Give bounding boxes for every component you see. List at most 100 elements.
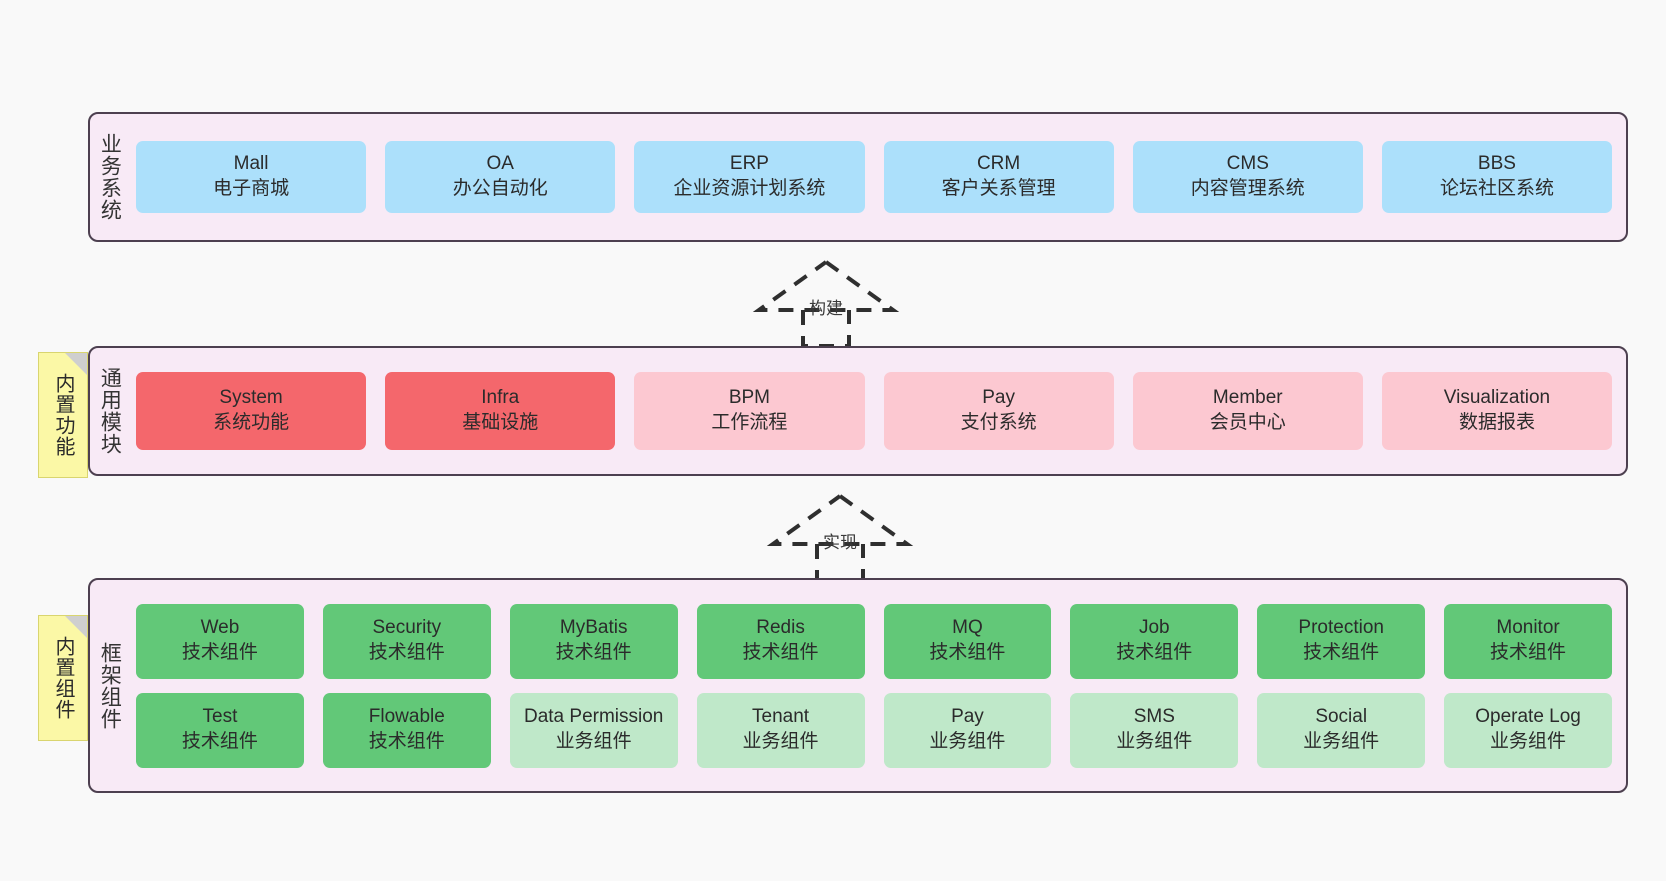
card-crm[interactable]: CRM 客户关系管理 [883,141,1114,213]
card-title: Monitor [1496,617,1560,639]
card-social[interactable]: Social 业务组件 [1257,692,1426,768]
card-pay-module[interactable]: Pay 支付系统 [883,372,1114,450]
card-subtitle: 论坛社区系统 [1439,178,1554,199]
card-title: Redis [756,617,805,639]
card-row: Mall 电子商城 OA 办公自动化 ERP 企业资源计划系统 CRM 客户关系… [136,141,1613,213]
card-web[interactable]: Web 技术组件 [136,603,304,679]
card-title: Web [200,617,240,639]
card-title: Mall [233,153,269,175]
card-data-permission[interactable]: Data Permission 业务组件 [509,692,678,768]
arrow-implement: 实现 [765,490,915,580]
card-title: Test [202,706,238,728]
layer-body-framework-components: Web 技术组件 Security 技术组件 MyBatis 技术组件 Redi… [128,580,1626,791]
note-builtin-functions: 内置功能 [38,352,88,478]
card-security[interactable]: Security 技术组件 [322,603,491,679]
card-infra[interactable]: Infra 基础设施 [385,372,616,450]
card-tenant[interactable]: Tenant 业务组件 [696,692,865,768]
card-title: Flowable [368,706,445,728]
card-test[interactable]: Test 技术组件 [136,692,304,768]
card-bpm[interactable]: BPM 工作流程 [634,372,865,450]
card-operate-log[interactable]: Operate Log 业务组件 [1444,692,1612,768]
arrow-build: 构建 [751,256,901,346]
card-title: Data Permission [523,706,664,728]
card-subtitle: 业务组件 [555,731,632,752]
card-cms[interactable]: CMS 内容管理系统 [1132,141,1363,213]
card-title: MyBatis [559,617,628,639]
folded-corner-icon [65,616,87,638]
card-erp[interactable]: ERP 企业资源计划系统 [634,141,865,213]
card-flowable[interactable]: Flowable 技术组件 [322,692,491,768]
card-title: BBS [1477,153,1516,175]
card-title: Security [372,617,442,639]
card-pay-component[interactable]: Pay 业务组件 [883,692,1052,768]
card-row: Test 技术组件 Flowable 技术组件 Data Permission … [136,692,1612,768]
card-mybatis[interactable]: MyBatis 技术组件 [509,603,678,679]
layer-framework-components: 框架组件 Web 技术组件 Security 技术组件 MyBatis 技术组件… [88,578,1628,793]
card-redis[interactable]: Redis 技术组件 [696,603,865,679]
card-title: Social [1315,706,1368,728]
card-subtitle: 业务组件 [929,731,1006,752]
card-subtitle: 系统功能 [213,412,290,433]
card-row: System 系统功能 Infra 基础设施 BPM 工作流程 Pay 支付系统… [136,372,1613,450]
card-subtitle: 数据报表 [1458,412,1535,433]
card-bbs[interactable]: BBS 论坛社区系统 [1381,141,1613,213]
layer-common-modules: 通用模块 System 系统功能 Infra 基础设施 BPM 工作流程 Pay… [88,346,1628,476]
card-title: BPM [728,387,771,409]
card-protection[interactable]: Protection 技术组件 [1257,603,1426,679]
card-visualization[interactable]: Visualization 数据报表 [1381,372,1613,450]
card-subtitle: 技术组件 [1303,642,1380,663]
card-subtitle: 技术组件 [929,642,1006,663]
card-subtitle: 电子商城 [213,178,290,199]
card-title: Operate Log [1475,706,1581,728]
card-member[interactable]: Member 会员中心 [1132,372,1363,450]
card-subtitle: 技术组件 [181,642,258,663]
card-subtitle: 企业资源计划系统 [673,178,826,199]
card-subtitle: 内容管理系统 [1190,178,1305,199]
arrow-build-label: 构建 [809,299,843,318]
folded-corner-icon [65,353,87,375]
card-title: OA [486,153,514,175]
card-subtitle: 业务组件 [1303,731,1380,752]
card-title: CRM [976,153,1021,175]
card-subtitle: 技术组件 [181,731,258,752]
note-label: 内置组件 [52,636,74,720]
card-subtitle: 技术组件 [742,642,819,663]
layer-title-framework-components: 框架组件 [98,641,122,730]
card-oa[interactable]: OA 办公自动化 [385,141,616,213]
card-title: Protection [1298,617,1384,639]
card-subtitle: 客户关系管理 [941,178,1056,199]
card-monitor[interactable]: Monitor 技术组件 [1444,603,1612,679]
card-title: Infra [481,387,520,409]
note-label: 内置功能 [52,373,74,457]
card-title: CMS [1226,153,1269,175]
card-sms[interactable]: SMS 业务组件 [1070,692,1239,768]
arrow-implement-label: 实现 [823,533,857,552]
layer-title-common-modules: 通用模块 [98,367,122,455]
card-title: Member [1212,387,1283,409]
card-subtitle: 工作流程 [711,412,788,433]
card-subtitle: 办公自动化 [452,178,548,199]
card-subtitle: 会员中心 [1209,412,1286,433]
card-mq[interactable]: MQ 技术组件 [883,603,1052,679]
card-title: Pay [951,706,984,728]
layer-title-business-systems: 业务系统 [98,133,122,221]
card-job[interactable]: Job 技术组件 [1070,603,1239,679]
card-row: Web 技术组件 Security 技术组件 MyBatis 技术组件 Redi… [136,603,1612,679]
layer-body-business-systems: Mall 电子商城 OA 办公自动化 ERP 企业资源计划系统 CRM 客户关系… [128,114,1626,240]
card-title: Job [1138,617,1170,639]
note-builtin-components: 内置组件 [38,615,88,741]
layer-business-systems: 业务系统 Mall 电子商城 OA 办公自动化 ERP 企业资源计划系统 CRM… [88,112,1628,242]
card-subtitle: 业务组件 [1116,731,1193,752]
card-subtitle: 业务组件 [742,731,819,752]
card-subtitle: 技术组件 [555,642,632,663]
card-subtitle: 业务组件 [1490,731,1567,752]
card-subtitle: 基础设施 [462,412,539,433]
card-subtitle: 技术组件 [368,642,445,663]
card-title: SMS [1133,706,1175,728]
card-subtitle: 支付系统 [960,412,1037,433]
card-subtitle: 技术组件 [1490,642,1567,663]
card-mall[interactable]: Mall 电子商城 [136,141,367,213]
card-system[interactable]: System 系统功能 [136,372,367,450]
card-title: Tenant [752,706,810,728]
